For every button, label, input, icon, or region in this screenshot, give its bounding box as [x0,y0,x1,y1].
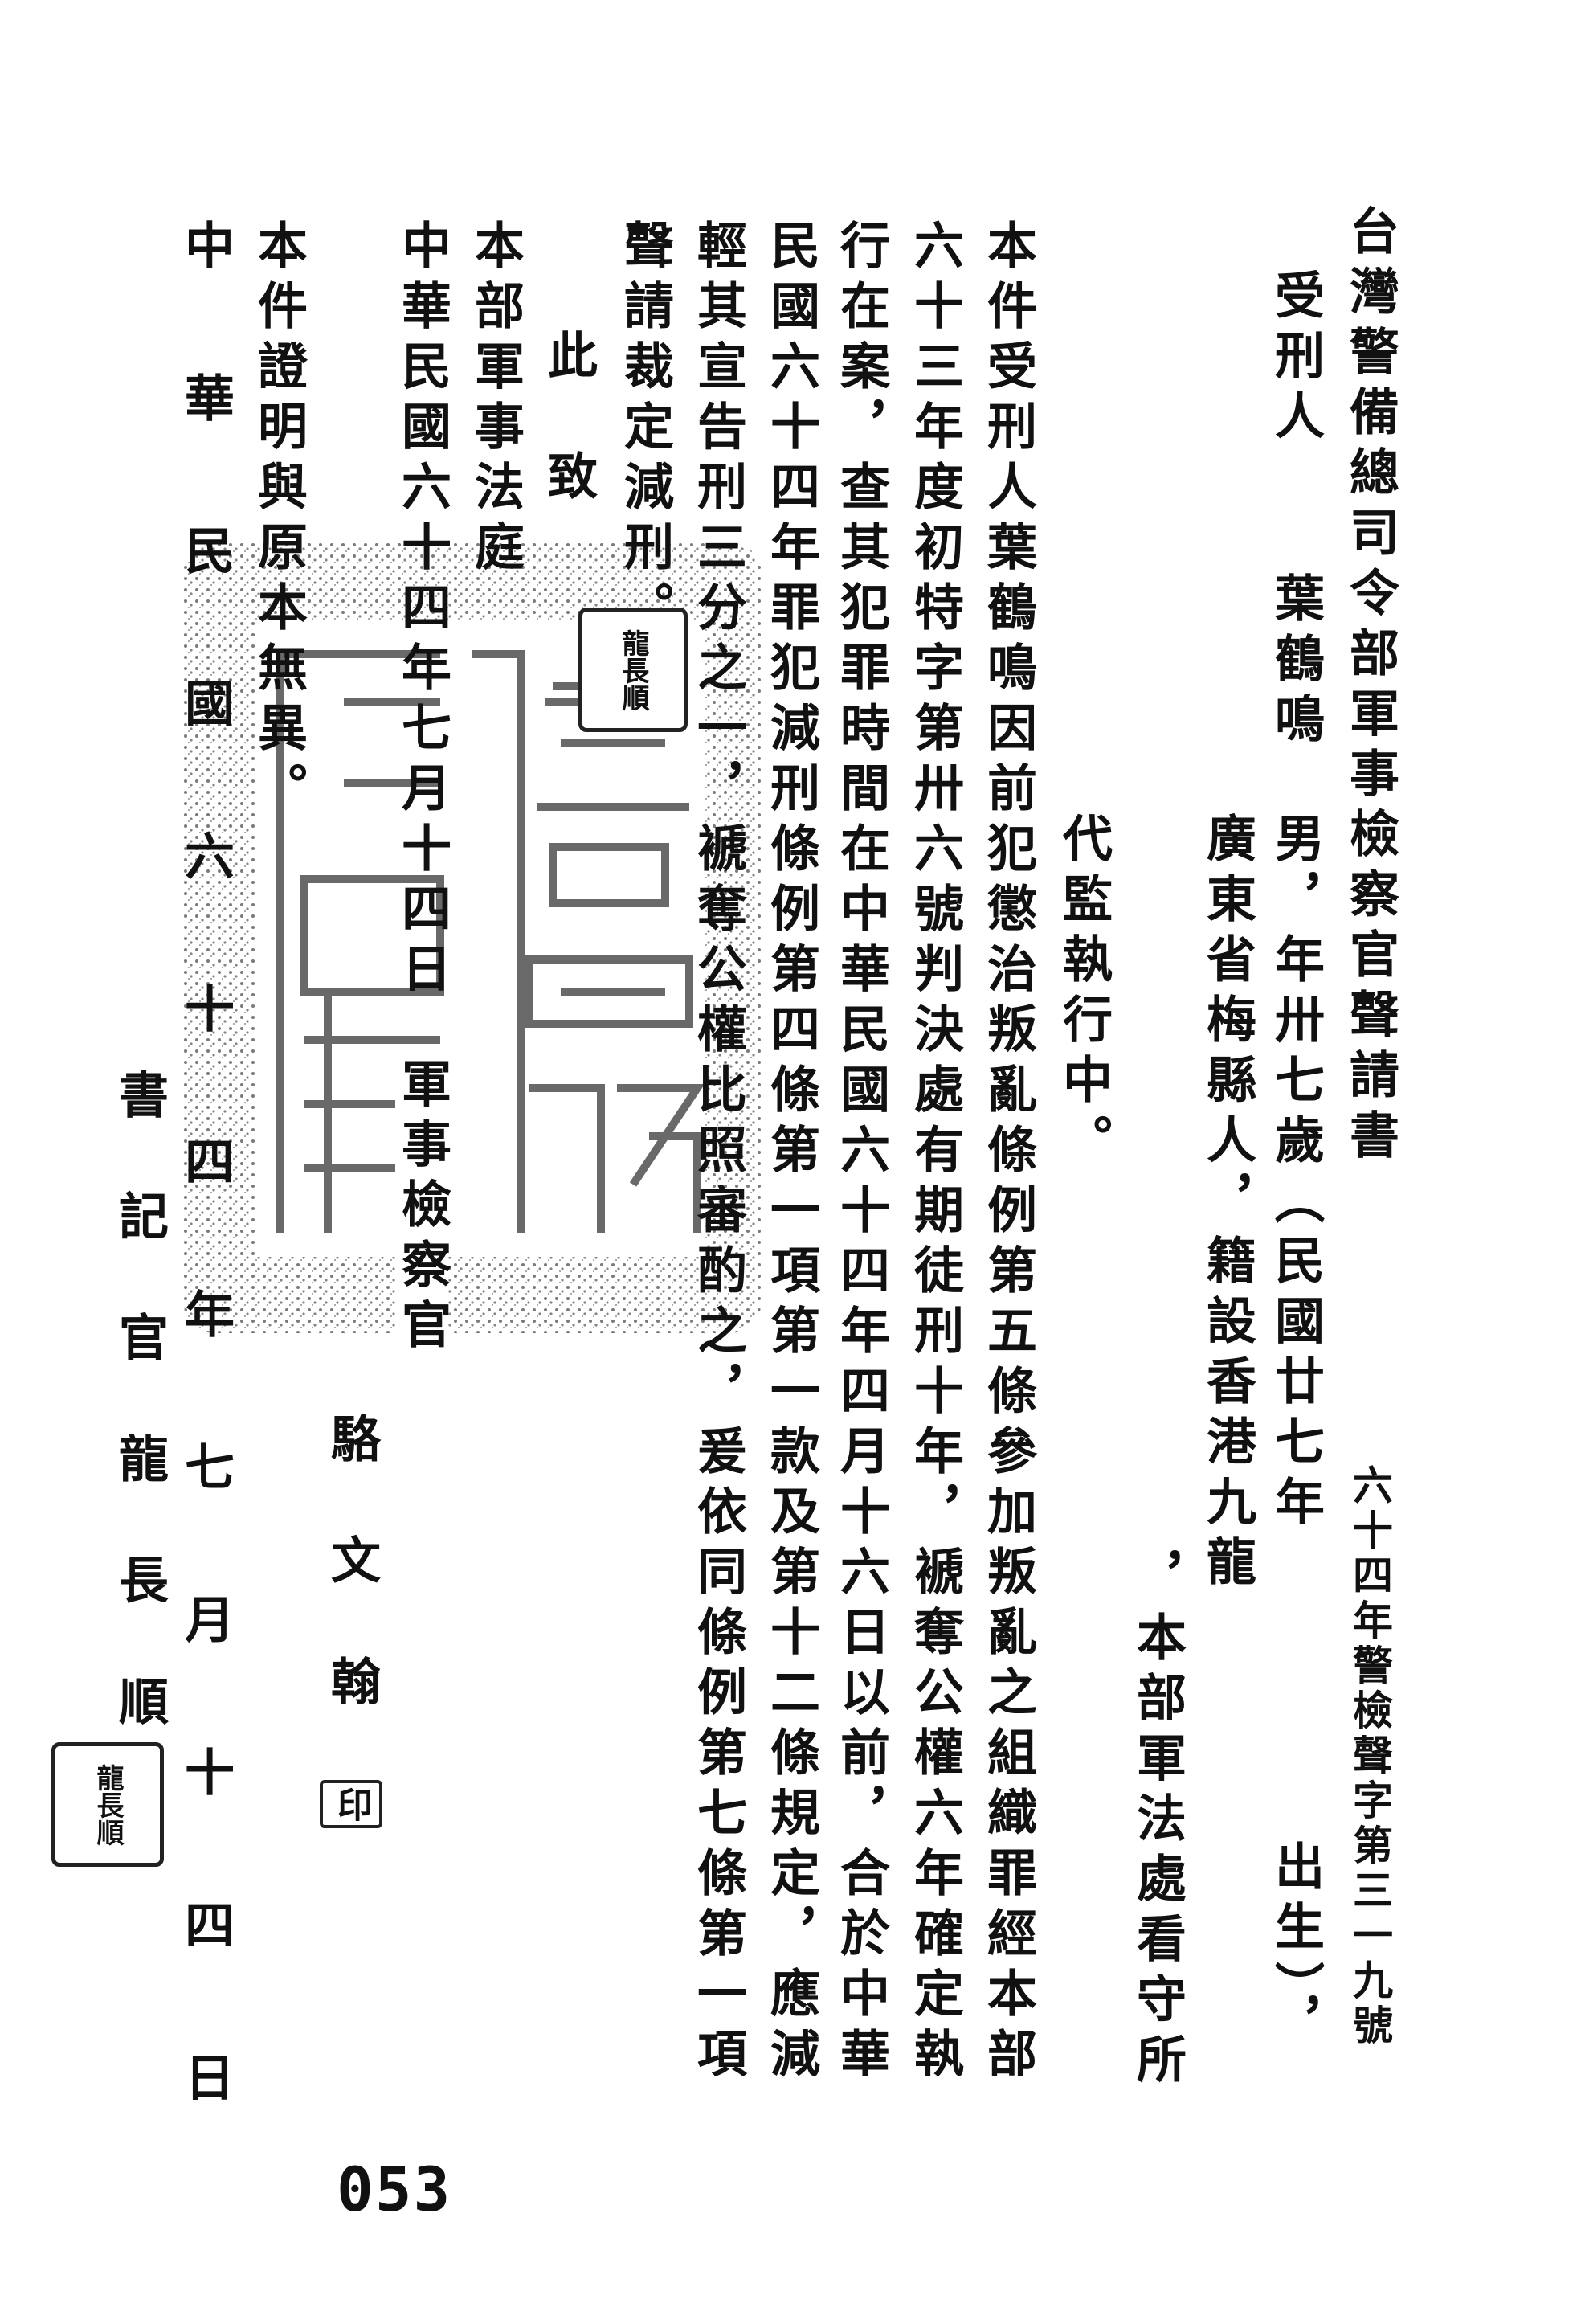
clerk-seal-stamp-upper: 龍長順 [578,608,688,732]
page-number: 053 [337,2154,452,2225]
signer-title: 軍事檢察官 [393,1054,451,1362]
case-number: 六十四年警檢聲字第三一九號 [1346,1464,1394,2049]
defendant-info-1: 男，年卅七歲（民國廿七年 [1266,812,1325,1536]
body-line-6: 聲請裁定減刑。 [615,219,674,641]
body-line-1: 本件受刑人葉鶴鳴因前犯懲治叛亂條例第五條參加叛亂之組織罪經本部 [978,219,1037,2088]
defendant-label: 受刑人 [1266,269,1325,450]
recipient: 本部軍事法庭 [466,219,525,581]
defendant-info-2: 廣東省梅縣人，籍設香港九龍 [1198,812,1256,1596]
clerk-seal-stamp: 龍長順 [51,1742,164,1867]
signer-seal: 印 [320,1780,382,1828]
clerk-signature: 書記官龍長順 [110,1069,169,1797]
defendant-name: 葉鶴鳴 [1266,572,1325,753]
body-line-2: 六十三年度初特字第卅六號判決處有期徒刑十年，褫奪公權六年確定執 [905,219,964,2088]
document-date: 中華民國六十四年七月十四日 [393,219,451,1003]
body-line-4: 民國六十四年罪犯減刑條例第四條第一項第一款及第十二條規定，應減 [762,219,820,2088]
body-line-5: 輕其宣告刑三分之一，褫奪公權比照審酌之，爰依同條例第七條第一項 [688,219,747,2088]
signer-name: 駱文翰 [322,1413,381,1777]
defendant-info-3: ，本部軍法處看守所 [1128,1551,1187,2093]
body-line-3: 行在案，查其犯罪時間在中華民國六十四年四月十六日以前，合於中華 [831,219,890,2088]
defendant-info-1b: 出生）， [1266,1840,1325,2056]
official-seal-stamp [183,542,762,1333]
defendant-info-4: 代監執行中。 [1054,812,1113,1174]
document-title: 台灣警備總司令部軍事檢察官聲請書 [1341,205,1399,1169]
certification-date: 中華民國六十四年七月十四日 [176,219,235,2204]
certification: 本件證明與原本無異。 [249,219,308,822]
salutation: 此 致 [539,329,598,510]
